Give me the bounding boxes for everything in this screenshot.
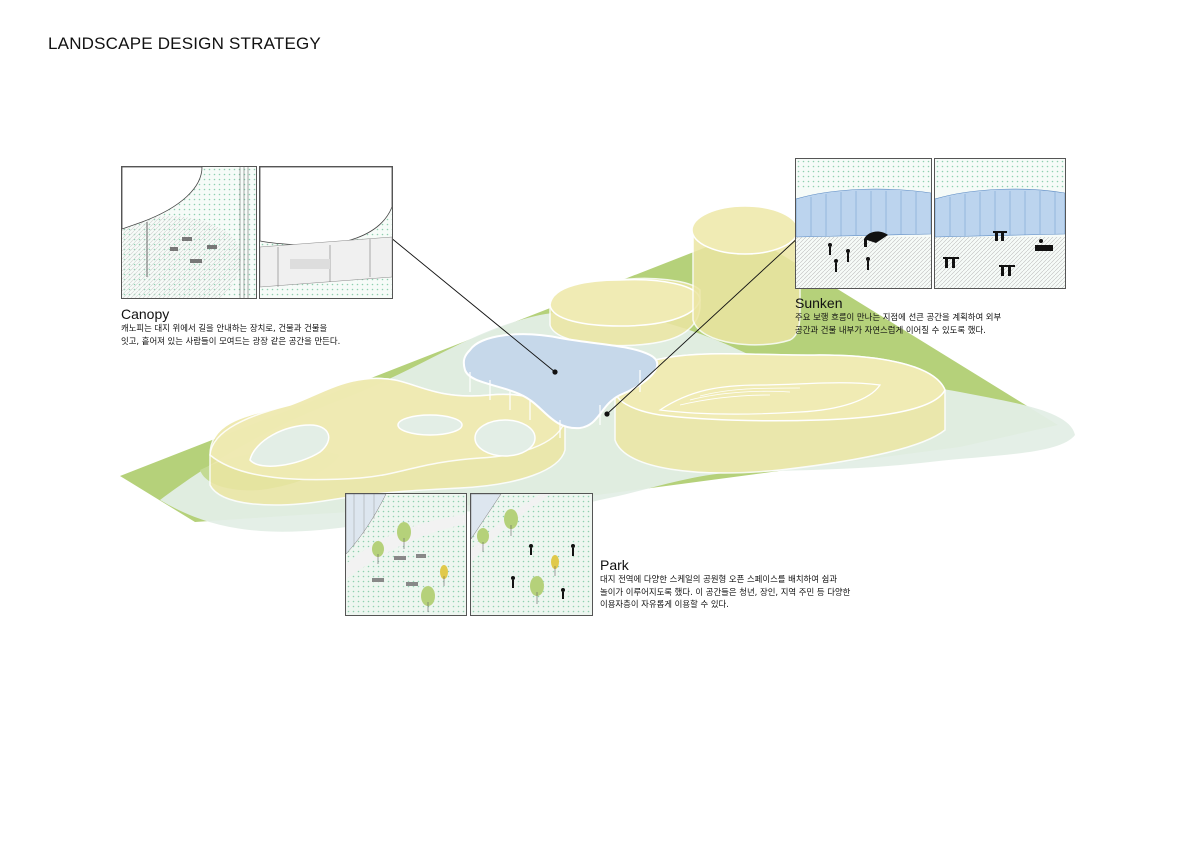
park-desc-line3: 이용자층이 자유롭게 이용할 수 있다. <box>600 599 729 609</box>
left-volume <box>209 377 566 506</box>
piano-icon <box>864 231 888 247</box>
park-panel-1 <box>345 493 467 616</box>
canopy-title: Canopy <box>121 306 170 322</box>
canopy-desc-line2: 잇고, 흩어져 있는 사람들이 모여드는 광장 같은 공간을 만든다. <box>121 335 341 346</box>
park-label: Park 대지 전역에 다양한 스케일의 공원형 오픈 스페이스를 배치하여 쉼… <box>600 557 850 611</box>
sunken-panel-1 <box>795 158 932 289</box>
people-icon <box>828 243 870 272</box>
tall-volume <box>691 205 801 346</box>
sunken-label: Sunken 주요 보행 흐름이 만나는 지점에 선큰 공간을 계획하여 외부 … <box>795 295 1001 336</box>
sunken-title: Sunken <box>795 295 843 311</box>
sunken-panel-2 <box>934 158 1066 289</box>
park-title: Park <box>600 557 629 573</box>
sunken-desc-line2: 공간과 건물 내부가 자연스럽게 이어질 수 있도록 했다. <box>795 324 986 335</box>
park-desc-line1: 대지 전역에 다양한 스케일의 공원형 오픈 스페이스를 배치하여 쉼과 <box>600 574 838 584</box>
people-icon <box>511 544 575 599</box>
canopy-panel-2 <box>259 166 393 299</box>
park-panel-2 <box>470 493 593 616</box>
tree-icon <box>477 509 559 604</box>
sunken-desc-line1: 주요 보행 흐름이 만나는 지점에 선큰 공간을 계획하여 외부 <box>795 312 1002 322</box>
bench-icon <box>372 554 426 586</box>
leader-lines <box>389 235 801 417</box>
canopy-panel-1 <box>121 166 257 299</box>
page-title: LANDSCAPE DESIGN STRATEGY <box>48 34 321 53</box>
park-desc-line2: 놀이가 이루어지도록 했다. 이 공간들은 청년, 장인, 지역 주민 등 다양… <box>600 586 851 597</box>
canopy-desc-line1: 캐노피는 대지 위에서 길을 안내하는 장치로, 건물과 건물을 <box>121 323 328 333</box>
canopy-roof <box>462 333 659 438</box>
canopy-label: Canopy 캐노피는 대지 위에서 길을 안내하는 장치로, 건물과 건물을 … <box>121 306 340 347</box>
tree-icon <box>372 522 448 612</box>
middle-volume <box>549 277 701 347</box>
bench-icon <box>170 237 217 263</box>
clothes-rack-icon <box>943 231 1053 276</box>
